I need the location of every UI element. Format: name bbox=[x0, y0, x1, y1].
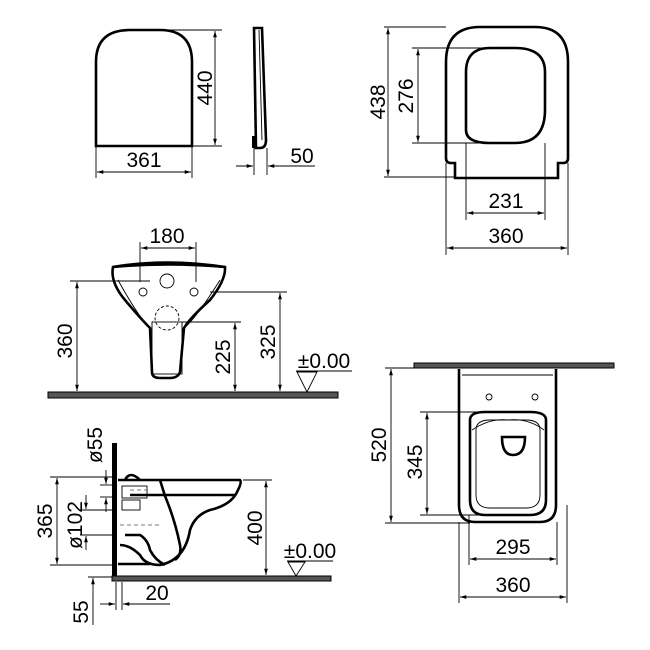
offset-55-label: 55 bbox=[70, 600, 93, 623]
bowl-front-height-360-label: 360 bbox=[54, 323, 77, 358]
lid-thickness-label: 50 bbox=[290, 145, 313, 168]
lid-height-label: 440 bbox=[194, 70, 217, 105]
lid-width-label: 361 bbox=[126, 149, 161, 172]
seat-outer-width-label: 360 bbox=[488, 225, 523, 248]
floor-line bbox=[47, 391, 339, 399]
bowl-inner-width-label: 295 bbox=[495, 536, 530, 559]
seat-inner-height-label: 276 bbox=[395, 78, 418, 113]
level-label-side: ±0.00 bbox=[284, 540, 336, 563]
seat-inner-width-label: 231 bbox=[488, 190, 523, 213]
bowl-front-height-225-label: 225 bbox=[212, 339, 235, 374]
bowl-side-view: 365 ø55 ø102 55 20 400 ±0.00 bbox=[34, 427, 336, 625]
bowl-front-view: 180 360 225 325 ±0.00 bbox=[47, 225, 352, 399]
bowl-front-height-325-label: 325 bbox=[257, 324, 280, 359]
bowl-top-view: 520 345 295 360 bbox=[368, 362, 615, 603]
seat-outer-height-label: 438 bbox=[367, 84, 390, 119]
bowl-outer-width-label: 360 bbox=[495, 574, 530, 597]
floor-line-side bbox=[111, 575, 332, 582]
level-label-front: ±0.00 bbox=[298, 350, 350, 373]
lid-front-view: 440 361 bbox=[94, 28, 222, 178]
offset-20-label: 20 bbox=[145, 582, 168, 605]
side-height-400-label: 400 bbox=[244, 510, 267, 545]
diameter-102-label: ø102 bbox=[64, 501, 87, 549]
bolt-spacing-label: 180 bbox=[149, 225, 184, 248]
seat-top-view: 438 276 231 360 bbox=[367, 25, 570, 255]
diameter-55-label: ø55 bbox=[84, 427, 107, 463]
lid-side-view: 50 bbox=[236, 26, 315, 175]
side-height-365-label: 365 bbox=[34, 503, 57, 538]
wall-line-top bbox=[413, 362, 615, 369]
seat-length-label: 345 bbox=[404, 444, 427, 479]
bowl-length-label: 520 bbox=[368, 427, 391, 462]
wall-line bbox=[112, 443, 117, 579]
